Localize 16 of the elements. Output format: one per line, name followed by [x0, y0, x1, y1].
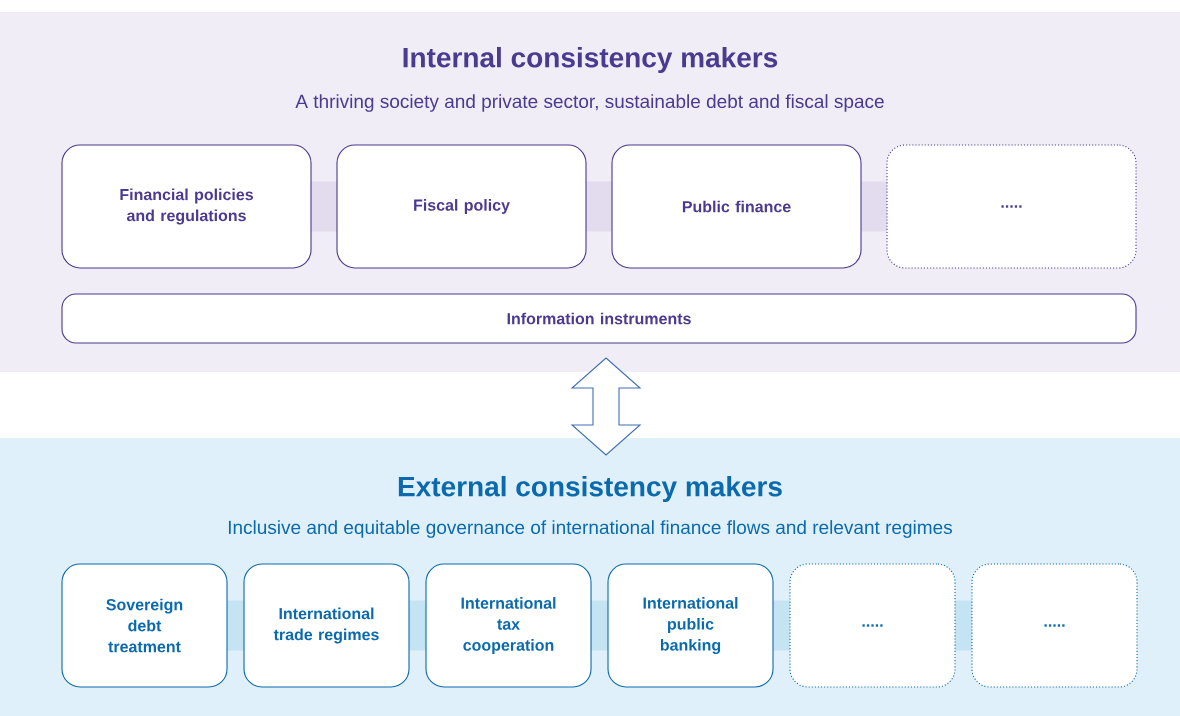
- topic-box: Fiscal policy: [336, 144, 587, 269]
- subheading: Inclusive and equitable governance of international finance flows and relevant regimes: [228, 520, 952, 538]
- topic-box: Public finance: [611, 144, 862, 269]
- heading: Internal consistency makers: [403, 46, 778, 74]
- placeholder-box: .....: [789, 563, 956, 688]
- topic-box: International trade regimes: [243, 563, 410, 688]
- heading: External consistency makers: [398, 475, 782, 503]
- subheading: A thriving society and private sector, sustainable debt and fiscal space: [295, 94, 884, 112]
- topic-box: International tax cooperation: [425, 563, 592, 688]
- topic-box: International public banking: [607, 563, 774, 688]
- placeholder-box: .....: [886, 144, 1137, 269]
- double-arrow: [570, 357, 642, 456]
- placeholder-box: .....: [971, 563, 1138, 688]
- topic-box: Financial policies and regulations: [61, 144, 312, 269]
- topic-box: Sovereign debt treatment: [61, 563, 228, 688]
- topic-bar: Information instruments: [61, 293, 1137, 344]
